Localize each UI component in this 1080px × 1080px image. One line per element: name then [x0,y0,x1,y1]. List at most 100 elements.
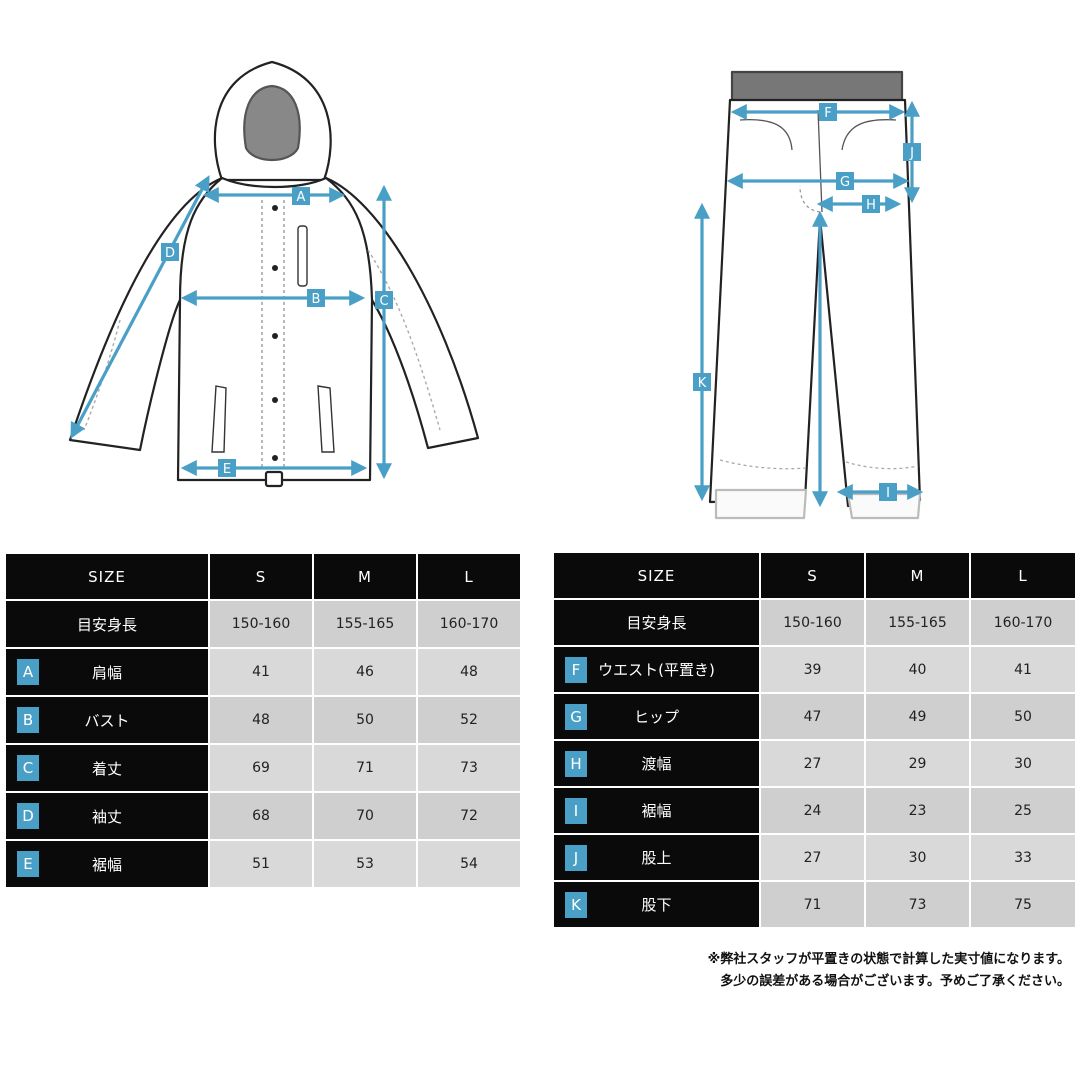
table-row: 目安身長 150-160 155-165 160-170 [552,598,1077,647]
table-header-row: SIZE S M L [4,552,522,601]
table-cell: 49 [864,692,971,741]
row-label-text: 着丈 [91,759,122,778]
table-header-row: SIZE S M L [552,551,1077,600]
letter-badge: E [17,851,39,877]
table-cell: 41 [969,645,1077,694]
table-cell: 29 [864,739,971,788]
letter-badge: A [17,659,39,685]
row-label-text: 股上 [641,849,672,867]
label-tag-j: J [903,143,921,161]
letter-badge: G [565,703,587,730]
label-tag-a: A [292,187,310,205]
label-tag-c: C [375,291,393,309]
table-cell: 160-170 [416,599,522,649]
row-label-text: ウエスト(平置き) [598,661,715,679]
table-cell: 50 [969,692,1077,741]
table-cell: 39 [759,645,866,694]
header-s: S [208,552,314,601]
label-tag-d: D [161,243,179,261]
table-cell: 46 [312,647,418,697]
label-tag-j-text: J [909,146,914,161]
label-tag-d-text: D [165,246,175,261]
table-row: D 袖丈 68 70 72 [4,791,522,841]
row-label-e: E 裾幅 [4,839,210,889]
row-label-text: 肩幅 [91,663,122,682]
row-label-text: バスト [84,711,130,730]
letter-badge: C [17,755,39,781]
table-cell: 75 [969,880,1077,929]
table-cell: 50 [312,695,418,745]
measurement-note-line-2: 多少の誤差がある場合がございます。予めご了承ください。 [720,974,1070,989]
table-cell: 155-165 [312,599,418,649]
row-label-text: 裾幅 [91,855,122,874]
label-tag-i: I [879,483,897,501]
table-row: 目安身長 150-160 155-165 160-170 [4,599,522,649]
table-cell: 68 [208,791,314,841]
table-cell: 73 [416,743,522,793]
label-tag-f: F [819,103,837,121]
letter-badge: J [565,844,587,871]
pants-measure-lines [694,100,924,508]
letter-badge: H [565,750,587,777]
jacket-buttons [272,205,278,461]
row-label-b: B バスト [4,695,210,745]
table-cell: 73 [864,880,971,929]
table-cell: 48 [416,647,522,697]
label-tag-g: G [836,172,854,190]
letter-badge: K [565,891,587,918]
row-label-d: D 袖丈 [4,791,210,841]
row-label-a: A 肩幅 [4,647,210,697]
header-m: M [312,552,418,601]
row-label-text: 目安身長 [626,614,687,632]
table-cell: 23 [864,786,971,835]
label-tag-h: H [862,195,880,213]
table-cell: 53 [312,839,418,889]
header-m: M [864,551,971,600]
table-cell: 72 [416,791,522,841]
table-cell: 71 [312,743,418,793]
pants-illustration [708,70,922,520]
jacket-measure-lines [70,175,392,480]
label-tag-a-text: A [297,190,306,205]
table-cell: 30 [969,739,1077,788]
row-label-c: C 着丈 [4,743,210,793]
row-label-text: 目安身長 [76,615,137,634]
table-cell: 150-160 [759,598,866,647]
table-cell: 160-170 [969,598,1077,647]
jacket-size-table: SIZE S M L 目安身長 150-160 155-165 160-170 … [4,552,522,889]
letter-badge: D [17,803,39,829]
table-cell: 150-160 [208,599,314,649]
table-cell: 41 [208,647,314,697]
row-label-text: 袖丈 [91,807,122,826]
table-cell: 70 [312,791,418,841]
label-tag-c-text: C [379,294,388,309]
table-row: B バスト 48 50 52 [4,695,522,745]
header-l: L [969,551,1077,600]
row-label-j: J 股上 [552,833,761,882]
row-label-height: 目安身長 [4,599,210,649]
table-cell: 27 [759,739,866,788]
label-tag-b: B [307,289,325,307]
label-tag-f-text: F [824,106,831,121]
pants-size-table: SIZE S M L 目安身長 150-160 155-165 160-170 … [552,551,1077,929]
table-cell: 48 [208,695,314,745]
label-tag-e: E [218,459,236,477]
label-tag-e-text: E [223,462,231,477]
table-cell: 54 [416,839,522,889]
table-cell: 33 [969,833,1077,882]
letter-badge: B [17,707,39,733]
table-cell: 52 [416,695,522,745]
letter-badge: I [565,797,587,824]
table-cell: 27 [759,833,866,882]
label-tag-b-text: B [312,292,321,307]
